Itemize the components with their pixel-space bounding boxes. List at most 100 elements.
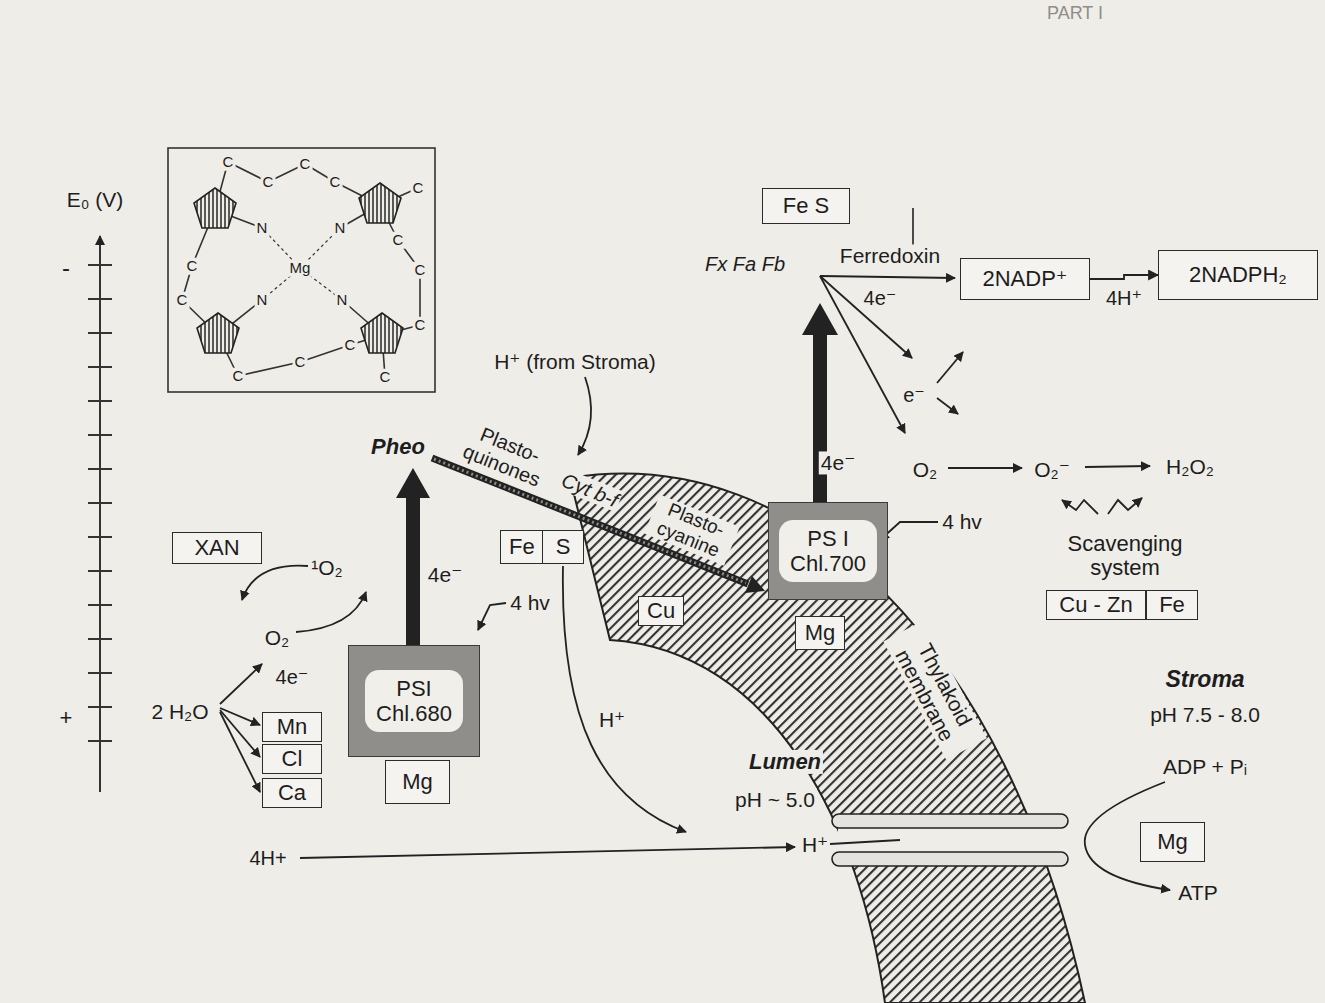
- atom-label: C: [261, 174, 276, 191]
- axis-ticks: [88, 265, 112, 741]
- proton-flow: [830, 840, 900, 844]
- annotation: ¹O₂: [309, 556, 344, 579]
- node-text: Fe: [1159, 593, 1185, 617]
- annotation: 4H+: [247, 847, 288, 869]
- proton-arrow: [300, 847, 795, 858]
- water-arrow: [220, 664, 262, 704]
- pyrrole-ring: [361, 313, 403, 353]
- atp-synthase-bar: [832, 852, 1068, 866]
- light-arrow: [478, 603, 506, 630]
- node-text: Ca: [278, 781, 306, 805]
- atp-synthase-bar: [832, 814, 1068, 828]
- annotation: H⁺: [800, 833, 830, 856]
- atom-label: C: [298, 156, 313, 173]
- annotation: 4e⁻: [819, 451, 857, 474]
- edge-label: 4H⁺: [1104, 287, 1144, 309]
- element-box: Fe: [1146, 590, 1198, 620]
- atom-label: C: [293, 354, 308, 371]
- annotation: H₂O₂: [1164, 455, 1216, 478]
- chlorophyll-coordination: [262, 228, 342, 300]
- node-text: 2NADP⁺: [983, 267, 1068, 291]
- annotation: 4 hv: [940, 510, 984, 533]
- atp-synthase-channel: [838, 826, 1062, 854]
- atom-label: N: [333, 220, 348, 237]
- atom-label: C: [378, 369, 393, 386]
- element-box: Cu - Zn: [1046, 590, 1146, 620]
- element-box: Ca: [262, 778, 322, 808]
- atom-label: C: [221, 154, 236, 171]
- atom-label: C: [413, 262, 428, 279]
- annotation: PART I: [1045, 4, 1105, 24]
- atom-label: C: [185, 258, 200, 275]
- node-text: Cu - Zn: [1059, 593, 1132, 617]
- pyrrole-ring: [194, 188, 236, 228]
- singlet-oxygen-arrow: [242, 566, 308, 600]
- atom-label: N: [255, 292, 270, 309]
- node-text: Mg: [805, 621, 836, 645]
- atom-label: C: [413, 317, 428, 334]
- node-text: Cl: [282, 747, 303, 771]
- electron-arrow-thin: [820, 276, 912, 358]
- light-arrow: [880, 522, 938, 540]
- node-text: XAN: [194, 536, 239, 560]
- arrow-head: [745, 576, 765, 593]
- element-box: Mg: [795, 616, 845, 650]
- annotation: Cyt b-f: [557, 468, 624, 512]
- thylakoid-membrane: [570, 474, 1085, 1003]
- element-box: Cu: [638, 596, 684, 626]
- node-text: Cu: [647, 599, 675, 623]
- atom-label: Mg: [288, 260, 313, 277]
- annotation: 4e⁻: [274, 666, 311, 688]
- annotation: E₀ (V): [65, 188, 126, 211]
- water-arrow: [220, 712, 260, 792]
- annotation: Ferredoxin: [838, 244, 942, 267]
- element-box: Mg: [1140, 822, 1205, 862]
- element-box: Cl: [262, 744, 322, 774]
- annotation: 4 hv: [508, 591, 552, 614]
- element-box: 2NADPH₂: [1158, 250, 1318, 300]
- annotation: 2 H₂O: [149, 700, 210, 723]
- electron-arrow-thin: [820, 276, 955, 278]
- annotation: ADP + Pᵢ: [1161, 755, 1249, 778]
- node-text: 2NADPH₂: [1189, 263, 1287, 287]
- annotation: O₂: [263, 626, 292, 649]
- annotation: Lumen: [747, 750, 823, 774]
- annotation: ATP: [1176, 881, 1219, 904]
- annotation: O₂⁻: [1032, 458, 1072, 481]
- annotation: -: [60, 255, 72, 281]
- annotation: Pheo: [369, 435, 427, 459]
- node-text: PSI Chl.680: [365, 670, 463, 733]
- electron-arrow-thin: [820, 276, 905, 433]
- element-box: 2NADP⁺: [960, 258, 1090, 300]
- annotation: Plasto- cyanine: [644, 495, 739, 566]
- chlorophyll-inset-frame: [168, 148, 435, 392]
- oxygen-arrow: [296, 592, 366, 632]
- photosystem-box: PSI Chl.680: [348, 645, 480, 757]
- water-arrow: [220, 710, 260, 757]
- annotation: Stroma: [1163, 667, 1246, 692]
- annotation: e⁻: [901, 384, 927, 406]
- atom-label: C: [175, 292, 190, 309]
- energy-axis: [99, 236, 101, 792]
- annotation: 4e⁻: [426, 563, 464, 586]
- photosystem-box: PS I Chl.700: [768, 502, 888, 600]
- annotation: +: [58, 706, 75, 730]
- electron-arrow-thin: [937, 352, 963, 383]
- reaction-connector: [1090, 275, 1158, 279]
- node-text: Mg: [402, 770, 433, 794]
- node-text: Fe: [509, 535, 535, 559]
- proton-arrow: [578, 377, 591, 455]
- annotation: H⁺: [597, 708, 627, 731]
- electron-arrow-thin: [937, 398, 958, 414]
- element-box: Mg: [385, 760, 450, 804]
- atom-label: N: [335, 292, 350, 309]
- element-box: Fe: [500, 530, 544, 564]
- annotation: Scavenging system: [1056, 532, 1195, 580]
- atom-label: C: [411, 180, 426, 197]
- atom-label: C: [328, 174, 343, 191]
- chlorophyll-bonds: [182, 162, 420, 377]
- atom-label: C: [343, 337, 358, 354]
- annotation: H⁺ (from Stroma): [492, 350, 658, 373]
- atom-label: C: [231, 368, 246, 385]
